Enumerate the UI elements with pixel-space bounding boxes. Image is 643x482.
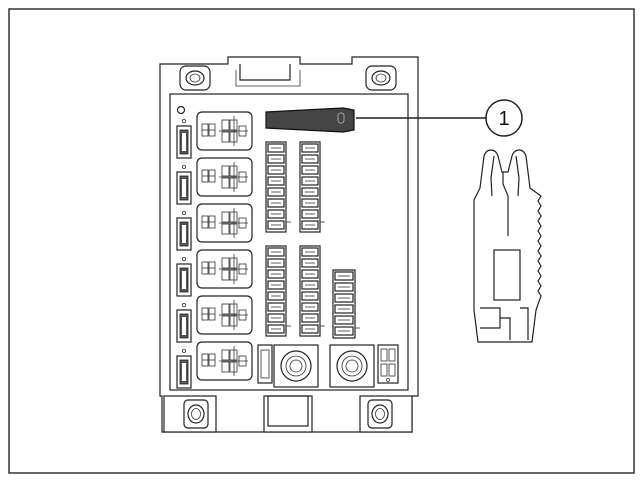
relay-row [176, 157, 253, 205]
puller-grip-window [493, 249, 521, 301]
top-tab-inner [235, 70, 301, 87]
top-right-ear [365, 65, 397, 91]
fuse-stack-small [332, 269, 360, 339]
relay-row [176, 111, 253, 159]
bottom-right-foot [359, 395, 413, 433]
top-tab [239, 64, 291, 81]
fuse-box [159, 56, 419, 433]
puller-jaw-left [490, 155, 495, 197]
fuse-stack-bottom-left [265, 245, 291, 337]
fuse-stack-bottom-right [299, 245, 325, 337]
relay-row [176, 295, 253, 343]
top-left-ear [179, 65, 211, 91]
puller-notch-right [520, 307, 529, 340]
fuse-puller-tool [473, 149, 542, 343]
callout-circle [485, 99, 523, 137]
relay-row [176, 249, 253, 297]
fuse-puller-slot [265, 107, 355, 133]
bottom-fuse-right [377, 344, 399, 384]
bottom-fuse-left [257, 344, 273, 384]
fuse-stack-top-left [265, 141, 291, 233]
puller-center-slit [502, 172, 509, 236]
bottom-left-foot [163, 395, 217, 433]
puller-notch-center [500, 317, 511, 340]
fuse-puller-body [473, 149, 542, 343]
fuse-stacks [265, 141, 360, 339]
relay-column [176, 111, 253, 389]
relay-row [176, 341, 253, 389]
callout-number: 1 [498, 108, 509, 130]
slot-marker [337, 112, 345, 124]
screw-hole [176, 105, 186, 115]
bottom-row [257, 344, 399, 388]
puller-jaw-right [515, 155, 520, 197]
inner-panel [169, 93, 409, 391]
bottom-center-foot [263, 395, 313, 433]
fuse-stack-top-right [299, 141, 325, 233]
relay-row [176, 203, 253, 251]
